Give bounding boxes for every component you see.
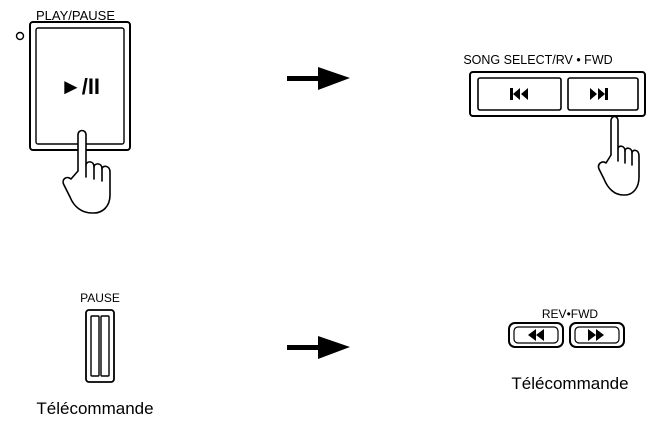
rev-fwd-label: REV•FWD	[542, 307, 599, 321]
play-pause-label: PLAY/PAUSE	[36, 8, 115, 23]
skip-forward-icon	[590, 88, 608, 100]
caption-remote-left: Télécommande	[36, 399, 153, 418]
pointing-finger-icon	[62, 129, 111, 214]
play-pause-button[interactable]: ►/II	[29, 21, 131, 151]
pointing-finger-icon	[597, 115, 640, 196]
play-pause-symbol: ►/II	[60, 74, 100, 99]
right-arrow-icon	[287, 336, 350, 359]
skip-back-icon	[510, 88, 528, 100]
pause-label: PAUSE	[80, 291, 120, 305]
skip-forward-button[interactable]	[567, 77, 639, 111]
pause-button[interactable]	[85, 309, 115, 383]
rewind-button[interactable]	[508, 322, 564, 348]
caption-remote-right: Télécommande	[511, 374, 628, 393]
right-arrow-icon	[287, 67, 350, 90]
fast-forward-button[interactable]	[569, 322, 625, 348]
rewind-icon	[528, 329, 544, 341]
song-select-label: SONG SELECT/RV • FWD	[463, 53, 612, 67]
skip-back-button[interactable]	[477, 77, 562, 111]
fast-forward-icon	[588, 329, 604, 341]
indicator-led-icon	[15, 31, 25, 41]
